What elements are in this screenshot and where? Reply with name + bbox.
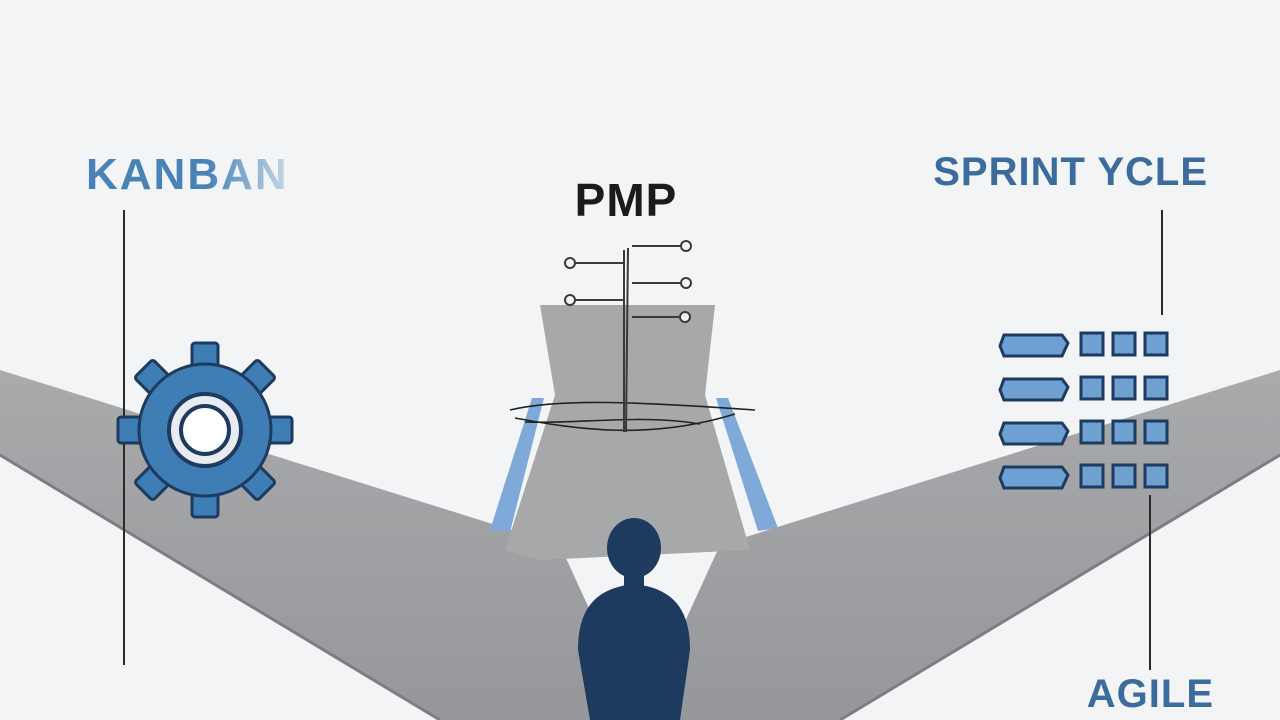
gear-icon	[116, 341, 294, 519]
right-title: SPRINT YCLE	[933, 150, 1208, 194]
person-silhouette-icon	[578, 518, 690, 720]
sprint-blocks-icon	[998, 331, 1169, 490]
sprint-blocks-group	[998, 210, 1169, 670]
road-kerb-right	[716, 398, 778, 531]
road-right-branch	[640, 370, 1280, 720]
right-bottom-label: AGILE	[1086, 672, 1214, 716]
center-title: PMP	[574, 174, 678, 226]
left-title: KANBAN	[86, 150, 289, 199]
signpost-icon	[564, 240, 692, 433]
gear-group	[116, 210, 294, 665]
road-kerb-left	[490, 398, 544, 532]
road-center	[505, 305, 750, 560]
